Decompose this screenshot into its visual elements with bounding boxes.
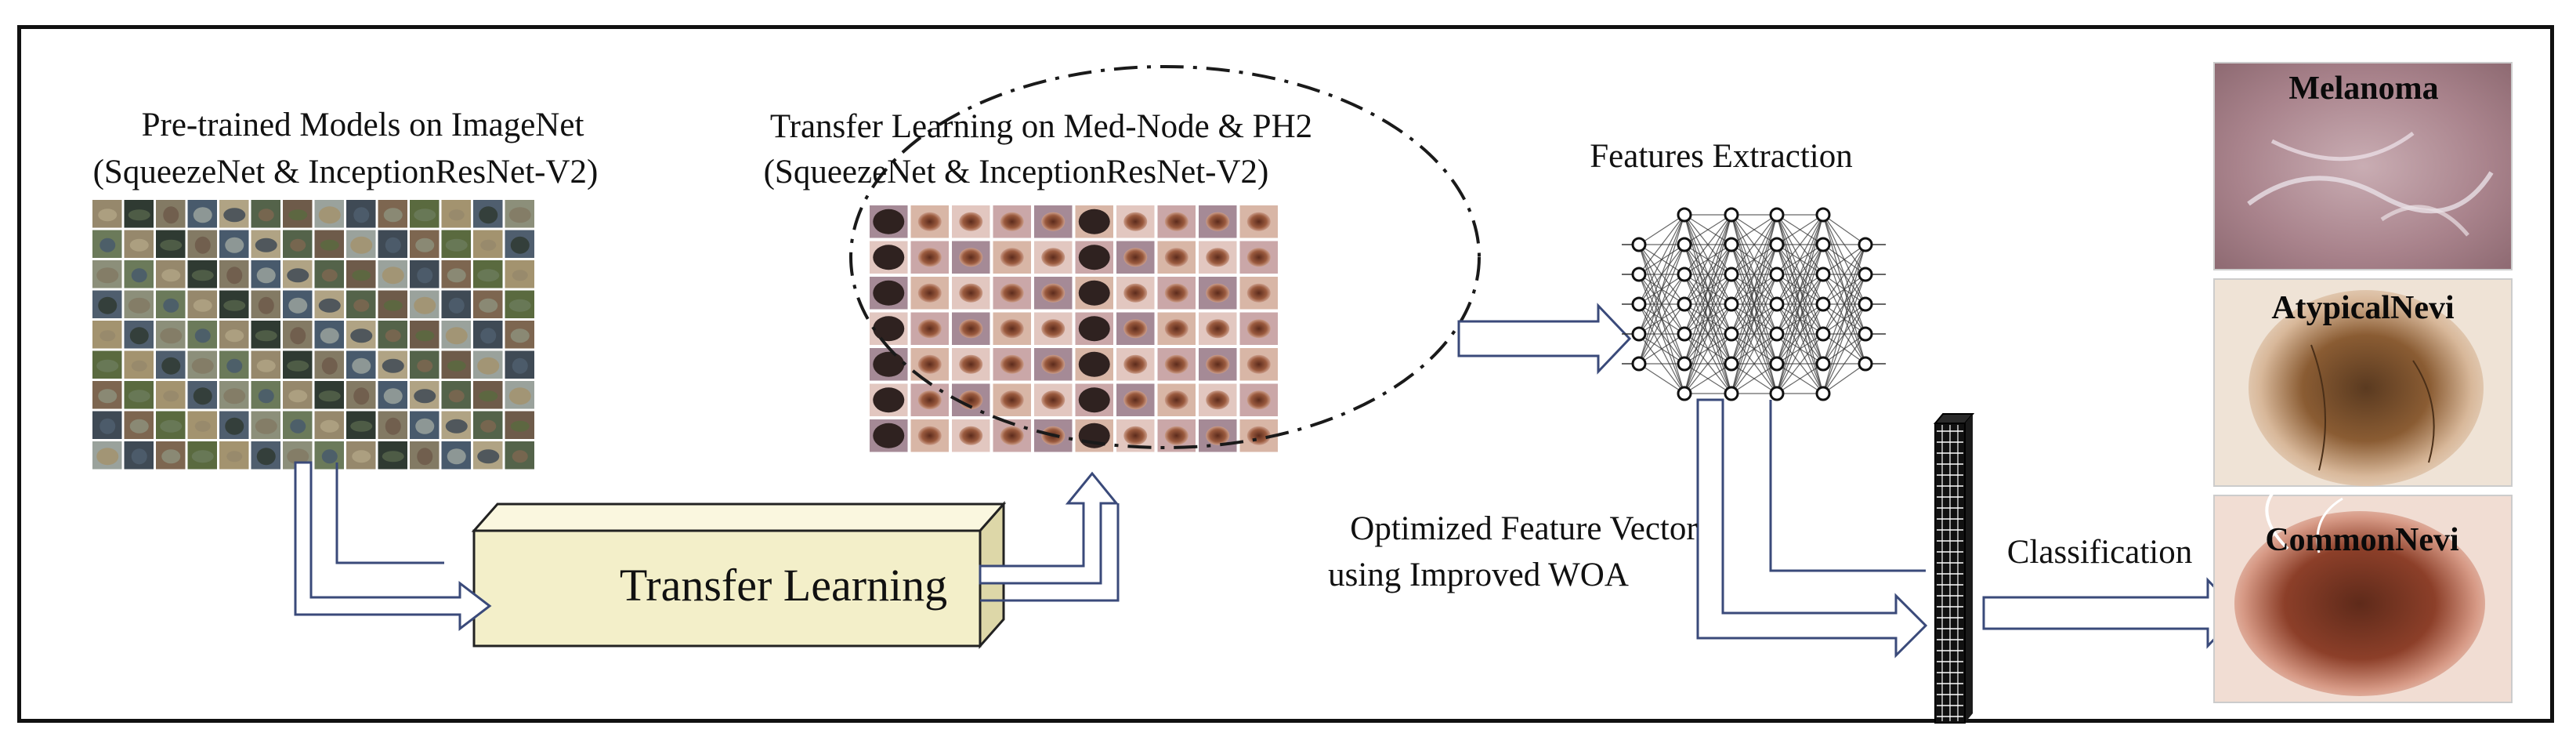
neuron-node bbox=[1724, 237, 1739, 252]
neuron-node bbox=[1769, 207, 1785, 223]
arrow-imagenet-to-transfer bbox=[294, 461, 492, 632]
neuron-node bbox=[1724, 267, 1739, 282]
neuron-node bbox=[1724, 296, 1739, 312]
neuron-node bbox=[1631, 356, 1647, 372]
neuron-node bbox=[1769, 326, 1785, 342]
neuron-node bbox=[1815, 356, 1831, 372]
neuron-node bbox=[1631, 237, 1647, 252]
features-extraction-label: Features Extraction bbox=[1590, 138, 1853, 175]
neuron-node bbox=[1769, 386, 1785, 401]
neuron-node bbox=[1677, 326, 1692, 342]
transfer-learning-box-label: Transfer Learning bbox=[619, 560, 948, 611]
neuron-node bbox=[1631, 296, 1647, 312]
arrow-network-to-vector-line bbox=[1769, 400, 1926, 572]
optimized-label-line2: using Improved WOA bbox=[1328, 557, 1629, 593]
neuron-node bbox=[1677, 356, 1692, 372]
neuron-node bbox=[1769, 237, 1785, 252]
neuron-node bbox=[1858, 326, 1873, 342]
pretrained-title-line2: (SqueezeNet & InceptionResNet-V2) bbox=[92, 154, 599, 190]
neuron-node bbox=[1858, 356, 1873, 372]
neuron-node bbox=[1724, 356, 1739, 372]
neuron-node bbox=[1815, 386, 1831, 401]
arrow-transfer-to-dermoscopy-outer bbox=[980, 503, 1120, 602]
transfer-learning-ellipse bbox=[849, 65, 1481, 449]
neuron-node bbox=[1677, 207, 1692, 223]
neuron-node bbox=[1769, 296, 1785, 312]
neuron-node bbox=[1677, 386, 1692, 401]
neuron-node bbox=[1815, 207, 1831, 223]
class-images bbox=[2213, 62, 2513, 703]
neuron-node bbox=[1858, 237, 1873, 252]
arrow-ellipse-to-network bbox=[1457, 303, 1632, 375]
neural-network bbox=[1622, 207, 1886, 401]
neuron-node bbox=[1769, 267, 1785, 282]
neuron-node bbox=[1815, 267, 1831, 282]
transfer-title-line2: (SqueezeNet & InceptionResNet-V2) bbox=[763, 154, 1269, 190]
neuron-node bbox=[1858, 296, 1873, 312]
neuron-node bbox=[1631, 326, 1647, 342]
neuron-node bbox=[1631, 267, 1647, 282]
melanoma-image bbox=[2213, 62, 2513, 270]
optimized-label-line1: Optimized Feature Vector bbox=[1350, 510, 1698, 547]
neuron-node bbox=[1815, 296, 1831, 312]
neuron-node bbox=[1677, 237, 1692, 252]
arrow-imagenet-to-transfer-inner bbox=[335, 463, 444, 564]
feature-vector bbox=[1933, 413, 1975, 724]
neuron-node bbox=[1769, 356, 1785, 372]
diagram-frame bbox=[17, 25, 2554, 723]
neuron-node bbox=[1724, 326, 1739, 342]
transfer-title-line1: Transfer Learning on Med-Node & PH2 bbox=[769, 108, 1313, 145]
neuron-node bbox=[1815, 237, 1831, 252]
transfer-learning-box bbox=[471, 501, 1007, 649]
arrow-transfer-to-dermoscopy bbox=[979, 471, 1120, 585]
dermoscopy-image-mosaic bbox=[870, 205, 1278, 452]
neuron-node bbox=[1815, 326, 1831, 342]
neuron-node bbox=[1724, 386, 1739, 401]
arrow-vector-to-classes bbox=[1982, 577, 2241, 649]
neuron-node bbox=[1677, 296, 1692, 312]
class-label-common-nevi: CommonNevi bbox=[2265, 522, 2459, 558]
neuron-node bbox=[1677, 267, 1692, 282]
classification-label: Classification bbox=[2006, 534, 2193, 571]
class-label-atypical-nevi: AtypicalNevi bbox=[2271, 290, 2455, 326]
class-label-melanoma: Melanoma bbox=[2288, 71, 2439, 107]
imagenet-image-mosaic bbox=[92, 200, 534, 470]
neuron-node bbox=[1724, 207, 1739, 223]
neuron-node bbox=[1858, 267, 1873, 282]
arrow-network-to-vector bbox=[1696, 398, 1928, 658]
pretrained-title-line1: Pre-trained Models on ImageNet bbox=[141, 107, 584, 143]
